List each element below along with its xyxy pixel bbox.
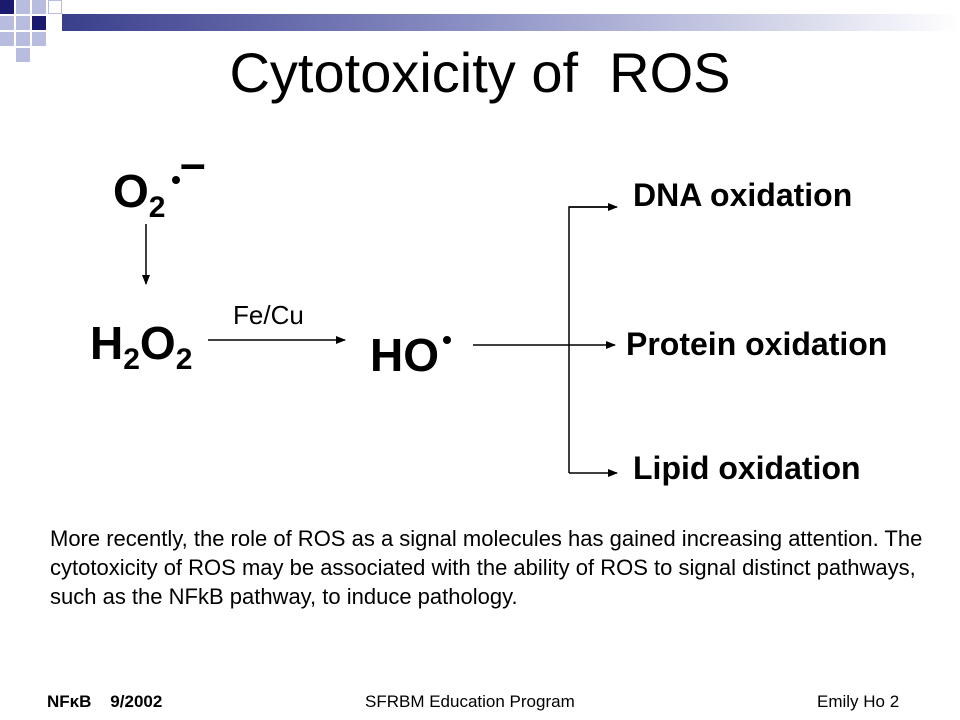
- deco-square: [16, 16, 30, 30]
- deco-square: [16, 32, 30, 46]
- catalyst-label: Fe/Cu: [233, 300, 304, 330]
- deco-square: [0, 16, 14, 30]
- superoxide-label: O2: [113, 165, 166, 224]
- deco-bar: [62, 14, 960, 31]
- slide-title: Cytotoxicity of ROS: [229, 41, 731, 104]
- deco-square: [0, 0, 14, 14]
- hydroxyl-radical-label: HO: [370, 329, 439, 381]
- charge-sign: –: [180, 137, 206, 189]
- branch-line: [568, 206, 615, 473]
- footer-center: SFRBM Education Program: [365, 692, 575, 711]
- hydrogen-peroxide-label: H2O2: [90, 317, 193, 376]
- deco-square: [32, 32, 46, 46]
- footer-left: NFκB 9/2002: [47, 692, 163, 711]
- deco-square: [32, 16, 46, 30]
- description-paragraph: More recently, the role of ROS as a sign…: [50, 526, 923, 609]
- deco-square: [16, 0, 30, 14]
- deco-square: [16, 48, 30, 62]
- outcome-dna: DNA oxidation: [633, 177, 853, 213]
- footer-right: Emily Ho 2: [817, 692, 900, 711]
- radical-dot: [172, 176, 180, 184]
- outcome-protein: Protein oxidation: [626, 326, 888, 362]
- radical-dot: [443, 336, 451, 344]
- deco-square: [32, 0, 46, 14]
- outcome-lipid: Lipid oxidation: [633, 450, 861, 486]
- deco-square: [0, 32, 14, 46]
- deco-square: [48, 0, 62, 14]
